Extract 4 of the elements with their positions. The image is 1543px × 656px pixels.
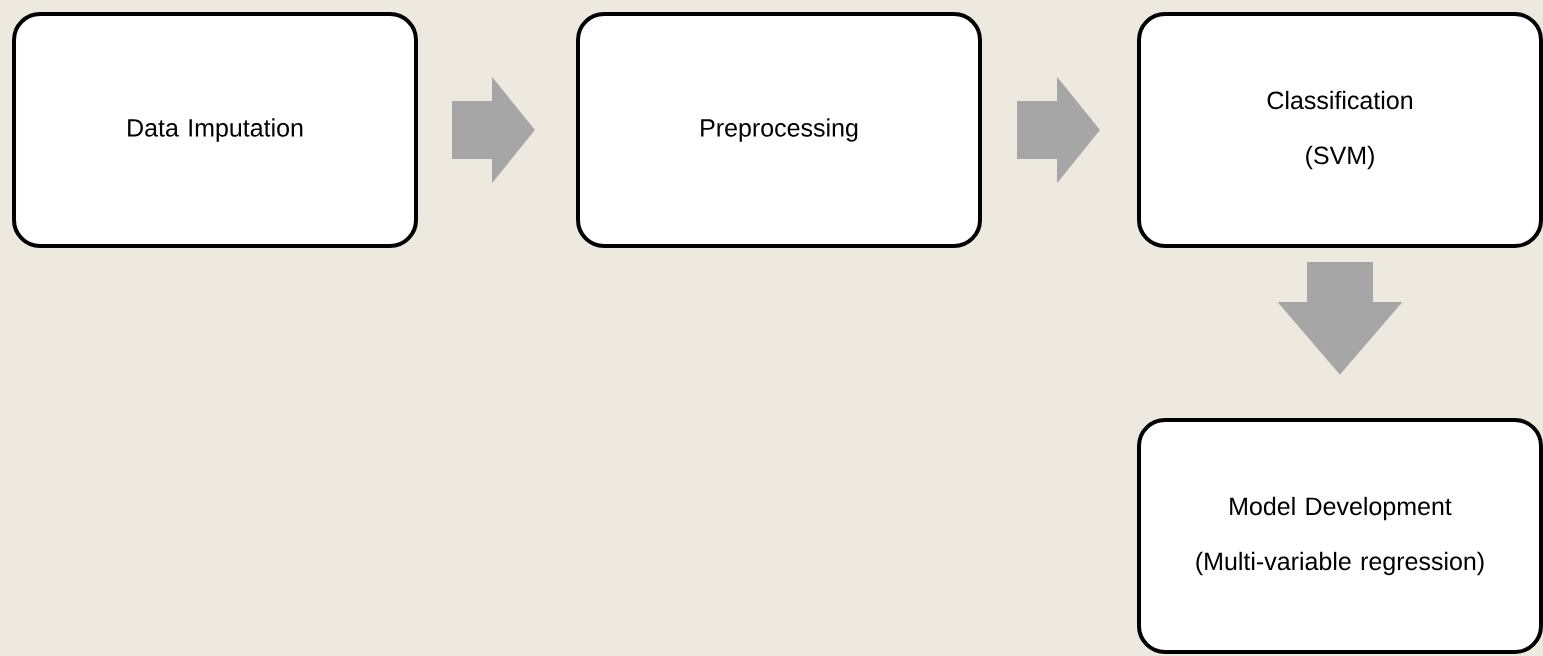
process-box: Model Development (Multi-variable regression) [1137, 418, 1543, 654]
process-box: Classification (SVM) [1137, 12, 1543, 248]
process-box: Preprocessing [576, 12, 982, 248]
process-box: Data Imputation [12, 12, 418, 248]
